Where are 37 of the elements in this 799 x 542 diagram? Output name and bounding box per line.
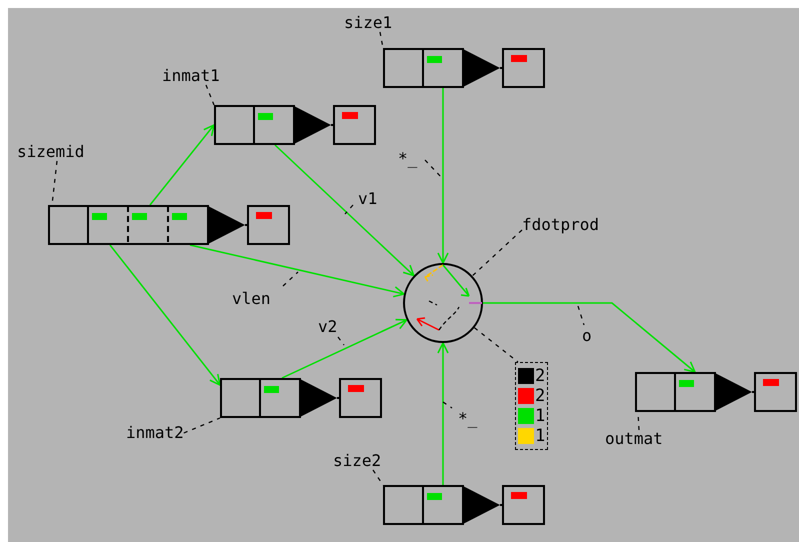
edge-label: v1 (358, 190, 378, 208)
block-name: outmat (605, 430, 663, 448)
block-name: inmat2 (126, 424, 184, 442)
block-name: inmat1 (162, 67, 220, 85)
legend-panel (515, 362, 548, 450)
arrow (274, 144, 415, 276)
actor-block-drawing (635, 372, 797, 412)
leader-line (205, 84, 215, 106)
edge-label: *_ (458, 410, 478, 428)
arrow (483, 302, 696, 373)
legend-text: 1 (535, 427, 546, 445)
actor-block-drawing (214, 105, 376, 145)
legend-text: 2 (535, 367, 546, 385)
actor-block-drawing (220, 378, 382, 418)
arrow (437, 88, 449, 264)
leader-line (472, 230, 522, 276)
arrow (190, 244, 405, 298)
block-name: size2 (333, 452, 382, 470)
leader-line (474, 327, 518, 362)
actor-block-drawing (383, 48, 545, 88)
actor-block-drawing (383, 485, 545, 525)
actor-block-drawing (48, 205, 290, 245)
edge-label: *_ (398, 150, 418, 168)
function-circle-drawing (403, 263, 483, 343)
edge-label: o (582, 327, 592, 345)
block-name: sizemid (17, 143, 84, 161)
block-name: size1 (344, 14, 392, 32)
arrow (109, 244, 221, 386)
block-name: fdotprod (522, 216, 600, 234)
edge-label: vlen (232, 290, 271, 308)
leader-line (184, 417, 220, 434)
legend-text: 2 (535, 387, 546, 405)
legend-text: 1 (535, 407, 546, 425)
arrow (149, 124, 215, 206)
arrow (437, 342, 449, 485)
edge-label: v2 (318, 318, 338, 336)
arrow (282, 318, 408, 379)
